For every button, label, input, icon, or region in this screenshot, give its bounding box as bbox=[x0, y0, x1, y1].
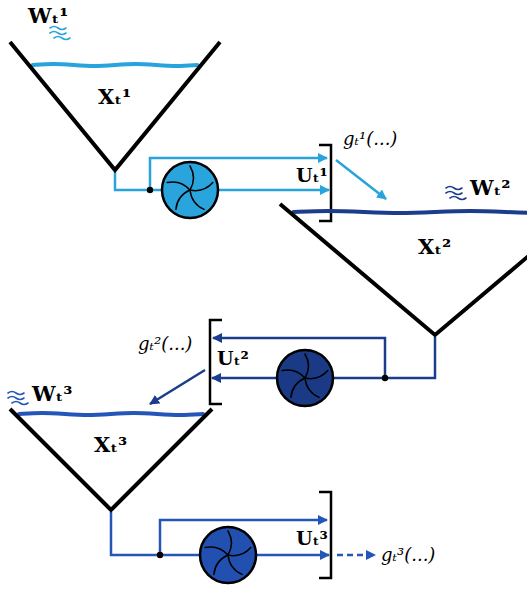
reservoir-node: Xₜ² bbox=[278, 200, 527, 337]
storage-symbol: Xₜ¹ bbox=[98, 85, 131, 109]
water-surface bbox=[19, 413, 203, 415]
reservoir-outline bbox=[8, 405, 214, 512]
flow-connector bbox=[150, 370, 205, 404]
control-symbol: Uₜ³ bbox=[296, 526, 328, 550]
water-surface bbox=[293, 211, 527, 213]
flow-function-label: gₜ¹(...) bbox=[343, 128, 397, 150]
turbine-symbol bbox=[277, 350, 333, 406]
outflow-arrow bbox=[337, 554, 375, 557]
control-symbol: Uₜ² bbox=[217, 346, 249, 370]
turbine-symbol bbox=[200, 527, 256, 583]
junction-dot bbox=[382, 375, 388, 381]
junction-dot bbox=[147, 187, 153, 193]
bracket-line bbox=[319, 492, 331, 578]
reservoir-node: Xₜ¹ bbox=[8, 38, 222, 172]
inflow-label: Wₜ² bbox=[470, 176, 511, 200]
control-symbol: Uₜ¹ bbox=[296, 163, 328, 187]
junction-dot bbox=[157, 552, 163, 558]
control-bracket: Uₜ² bbox=[207, 318, 253, 406]
storage-symbol: Xₜ² bbox=[418, 235, 451, 259]
reservoir-wall bbox=[280, 204, 527, 335]
storage-symbol: Xₜ³ bbox=[94, 433, 127, 457]
flow-function-label: gₜ²(...) bbox=[138, 333, 192, 355]
flow-connector bbox=[336, 160, 386, 199]
inflow-label: Wₜ¹ bbox=[28, 4, 69, 28]
flow-function-label: gₜ³(...) bbox=[381, 544, 435, 566]
reservoir-wall bbox=[10, 42, 220, 170]
reservoir-node: Xₜ³ bbox=[8, 405, 214, 512]
bracket-line bbox=[210, 320, 222, 404]
inflow-squiggle bbox=[8, 27, 466, 405]
reservoir-wall bbox=[10, 409, 212, 510]
water-surface bbox=[33, 64, 197, 66]
control-bracket: Uₜ³ bbox=[290, 490, 334, 580]
reservoir-outline bbox=[278, 200, 527, 337]
inflow-label: Wₜ³ bbox=[32, 382, 73, 406]
turbine-symbol bbox=[162, 162, 218, 218]
